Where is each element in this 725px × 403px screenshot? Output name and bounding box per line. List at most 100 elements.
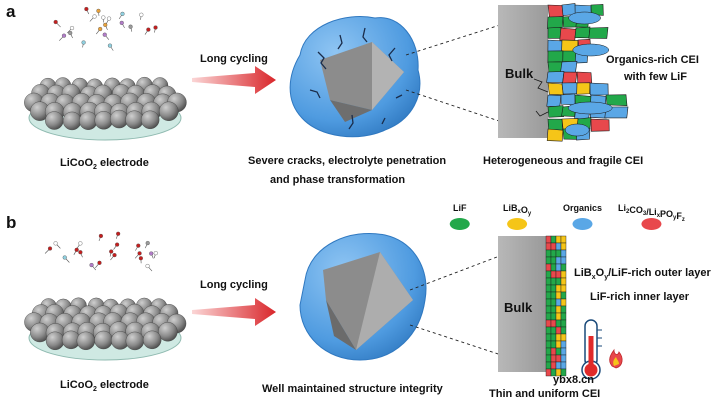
electrolyte-atom <box>128 24 133 29</box>
particle-cracks <box>309 27 403 130</box>
cei-grain <box>550 263 557 272</box>
cei-grain <box>560 326 567 335</box>
electrolyte-atom <box>97 260 102 265</box>
legend-label: Organics <box>563 203 602 213</box>
cei-grain <box>550 270 557 279</box>
panel-b-cei-caption: Thin and uniform CEI <box>489 388 600 400</box>
cei-grain <box>545 333 552 342</box>
cei-grain <box>555 326 562 335</box>
panel-a-particle-caption-2: and phase transformation <box>270 174 405 186</box>
cei-grain <box>550 291 557 300</box>
cei-grain <box>590 118 610 132</box>
cei-grain <box>605 94 628 107</box>
cei-grain <box>560 333 567 342</box>
cei-grain <box>555 249 562 258</box>
cei-grain <box>560 242 567 251</box>
cei-grain <box>561 82 579 95</box>
panel-a-cracked-particle <box>289 16 421 138</box>
cei-grain <box>576 82 591 95</box>
cei-grain <box>560 340 567 349</box>
organics-lobe <box>564 123 590 137</box>
organics-lobe <box>567 101 613 115</box>
cei-grain <box>574 26 591 39</box>
cei-grain <box>560 235 567 244</box>
electrode-particle <box>45 111 64 130</box>
electrolyte-atom <box>103 22 108 27</box>
cei-grain <box>555 340 562 349</box>
cei-grain <box>555 277 562 286</box>
panel-b-cei-layer <box>545 235 567 377</box>
cei-grain <box>547 82 564 96</box>
electrode-particle <box>76 331 96 350</box>
electrode-particles <box>24 76 187 131</box>
cei-grain <box>555 291 562 300</box>
cei-grain <box>547 4 564 18</box>
electrolyte-atom <box>112 253 117 258</box>
cei-grain <box>547 39 563 53</box>
cei-grain <box>550 256 557 265</box>
panel-a-arrow-label: Long cycling <box>200 53 268 65</box>
electrolyte-atom <box>47 246 53 251</box>
cei-grain <box>550 277 557 286</box>
cei-grain <box>547 16 564 29</box>
cei-grain <box>550 284 557 293</box>
cei-grain <box>550 312 557 321</box>
panel-b: b LiCoO2 electrode Long cycling Well mai… <box>6 213 712 400</box>
cei-grain <box>545 347 552 356</box>
panel-b-arrow-label: Long cycling <box>200 279 268 291</box>
cei-grain <box>547 50 564 63</box>
electrode-particle <box>94 111 113 130</box>
thermometer-icon <box>581 319 602 380</box>
electrolyte-atom <box>96 8 101 13</box>
cei-grain <box>560 61 578 73</box>
cei-grain <box>588 27 609 39</box>
cei-grain <box>545 242 552 251</box>
cei-grain <box>560 284 567 293</box>
panel-a-cycling-arrow <box>192 66 276 94</box>
cei-grain <box>546 94 562 107</box>
electrolyte-atom <box>109 249 114 254</box>
electrolyte-atom <box>149 251 154 256</box>
cei-grain <box>555 361 562 370</box>
cei-grain <box>560 361 567 370</box>
cei-grain <box>545 326 552 335</box>
cei-grain <box>550 333 557 342</box>
legend-swatch <box>641 218 662 230</box>
cei-grain <box>547 105 565 118</box>
electrode-particle <box>45 331 65 351</box>
cei-grain <box>555 270 562 279</box>
cei-grain <box>555 242 562 251</box>
cei-grain <box>555 354 562 363</box>
electrolyte-atom <box>84 6 89 12</box>
cei-grain <box>550 319 557 328</box>
cei-grain <box>560 93 576 106</box>
panel-b-outer-layer-label: LiBxOy/LiF-rich outer layer <box>574 267 712 281</box>
cei-grain <box>562 50 577 63</box>
electrolyte-atom <box>62 255 67 260</box>
electrolyte-atom <box>146 27 151 32</box>
cei-grain <box>555 263 562 272</box>
cei-grain <box>590 4 604 16</box>
electrolyte-atom <box>139 12 144 17</box>
electrode-particle <box>140 110 160 129</box>
cei-grain <box>547 118 563 131</box>
electrolyte-atom <box>116 231 121 236</box>
electrolyte-atom <box>78 250 83 255</box>
panel-a-cei-cracks <box>533 78 549 117</box>
electrolyte-atom <box>120 11 125 16</box>
cei-grain <box>545 256 552 265</box>
electrolyte-atom <box>106 16 112 21</box>
cei-grain <box>550 326 557 335</box>
electrolyte-atom <box>89 262 94 268</box>
cei-grain <box>555 235 562 244</box>
cei-grain <box>545 263 552 272</box>
panel-a-cei-layer <box>546 3 629 142</box>
cei-grain <box>555 284 562 293</box>
cei-grain <box>560 319 567 328</box>
legend-swatch <box>572 218 593 230</box>
panel-a: a LiCoO2 electrode Long cycling <box>6 2 699 186</box>
cei-grain <box>560 347 567 356</box>
cei-grain <box>555 333 562 342</box>
cei-grain <box>560 277 567 286</box>
electrode-particle <box>158 322 178 342</box>
